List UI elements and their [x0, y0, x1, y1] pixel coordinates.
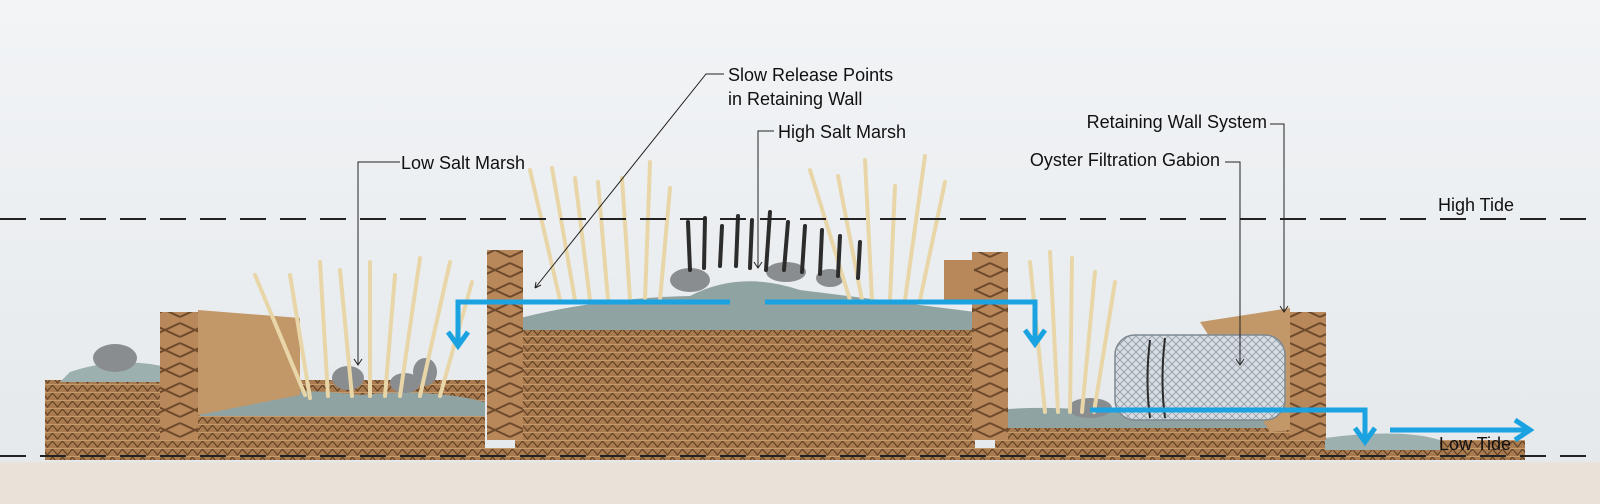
label-high-tide: High Tide — [1438, 195, 1514, 215]
label-low-tide: Low Tide — [1439, 434, 1511, 454]
flow-arrow-gabion — [1090, 407, 1368, 442]
arrowhead-icon — [753, 261, 763, 269]
label-low-salt-marsh: Low Salt Marsh — [401, 153, 525, 173]
arrowhead-icon — [353, 358, 363, 366]
arrow-right-icon — [1022, 328, 1048, 349]
reeds — [253, 154, 1117, 414]
arrow-right-icon — [1513, 417, 1535, 443]
leader-retaining-wall — [1270, 123, 1285, 312]
label-high-salt-marsh: High Salt Marsh — [778, 122, 906, 142]
flow-arrow-left — [455, 299, 730, 345]
oyster-gabion — [1114, 334, 1286, 421]
leader-slow-release — [534, 73, 724, 289]
leader-lines — [353, 73, 1289, 366]
arrow-right-icon — [445, 330, 471, 351]
leader-high-salt-marsh — [757, 130, 774, 268]
label-retaining-wall-system: Retaining Wall System — [1087, 112, 1267, 132]
label-oyster-filtration-gabion: Oyster Filtration Gabion — [1030, 150, 1220, 170]
arrowhead-icon — [1235, 358, 1245, 366]
water-flow-arrows — [445, 299, 1535, 447]
arrowhead-icon — [534, 281, 542, 289]
table-surface — [0, 462, 1600, 504]
dark-reeds — [686, 210, 862, 280]
flow-arrow-center — [765, 299, 1038, 344]
leader-low-salt-marsh — [357, 161, 400, 365]
arrow-right-icon — [1352, 426, 1378, 447]
arrowhead-icon — [1279, 305, 1289, 313]
label-slow-release-line1: Slow Release Points — [728, 65, 893, 85]
label-slow-release-line2: in Retaining Wall — [728, 89, 862, 109]
leader-oyster-gabion — [1225, 161, 1241, 365]
